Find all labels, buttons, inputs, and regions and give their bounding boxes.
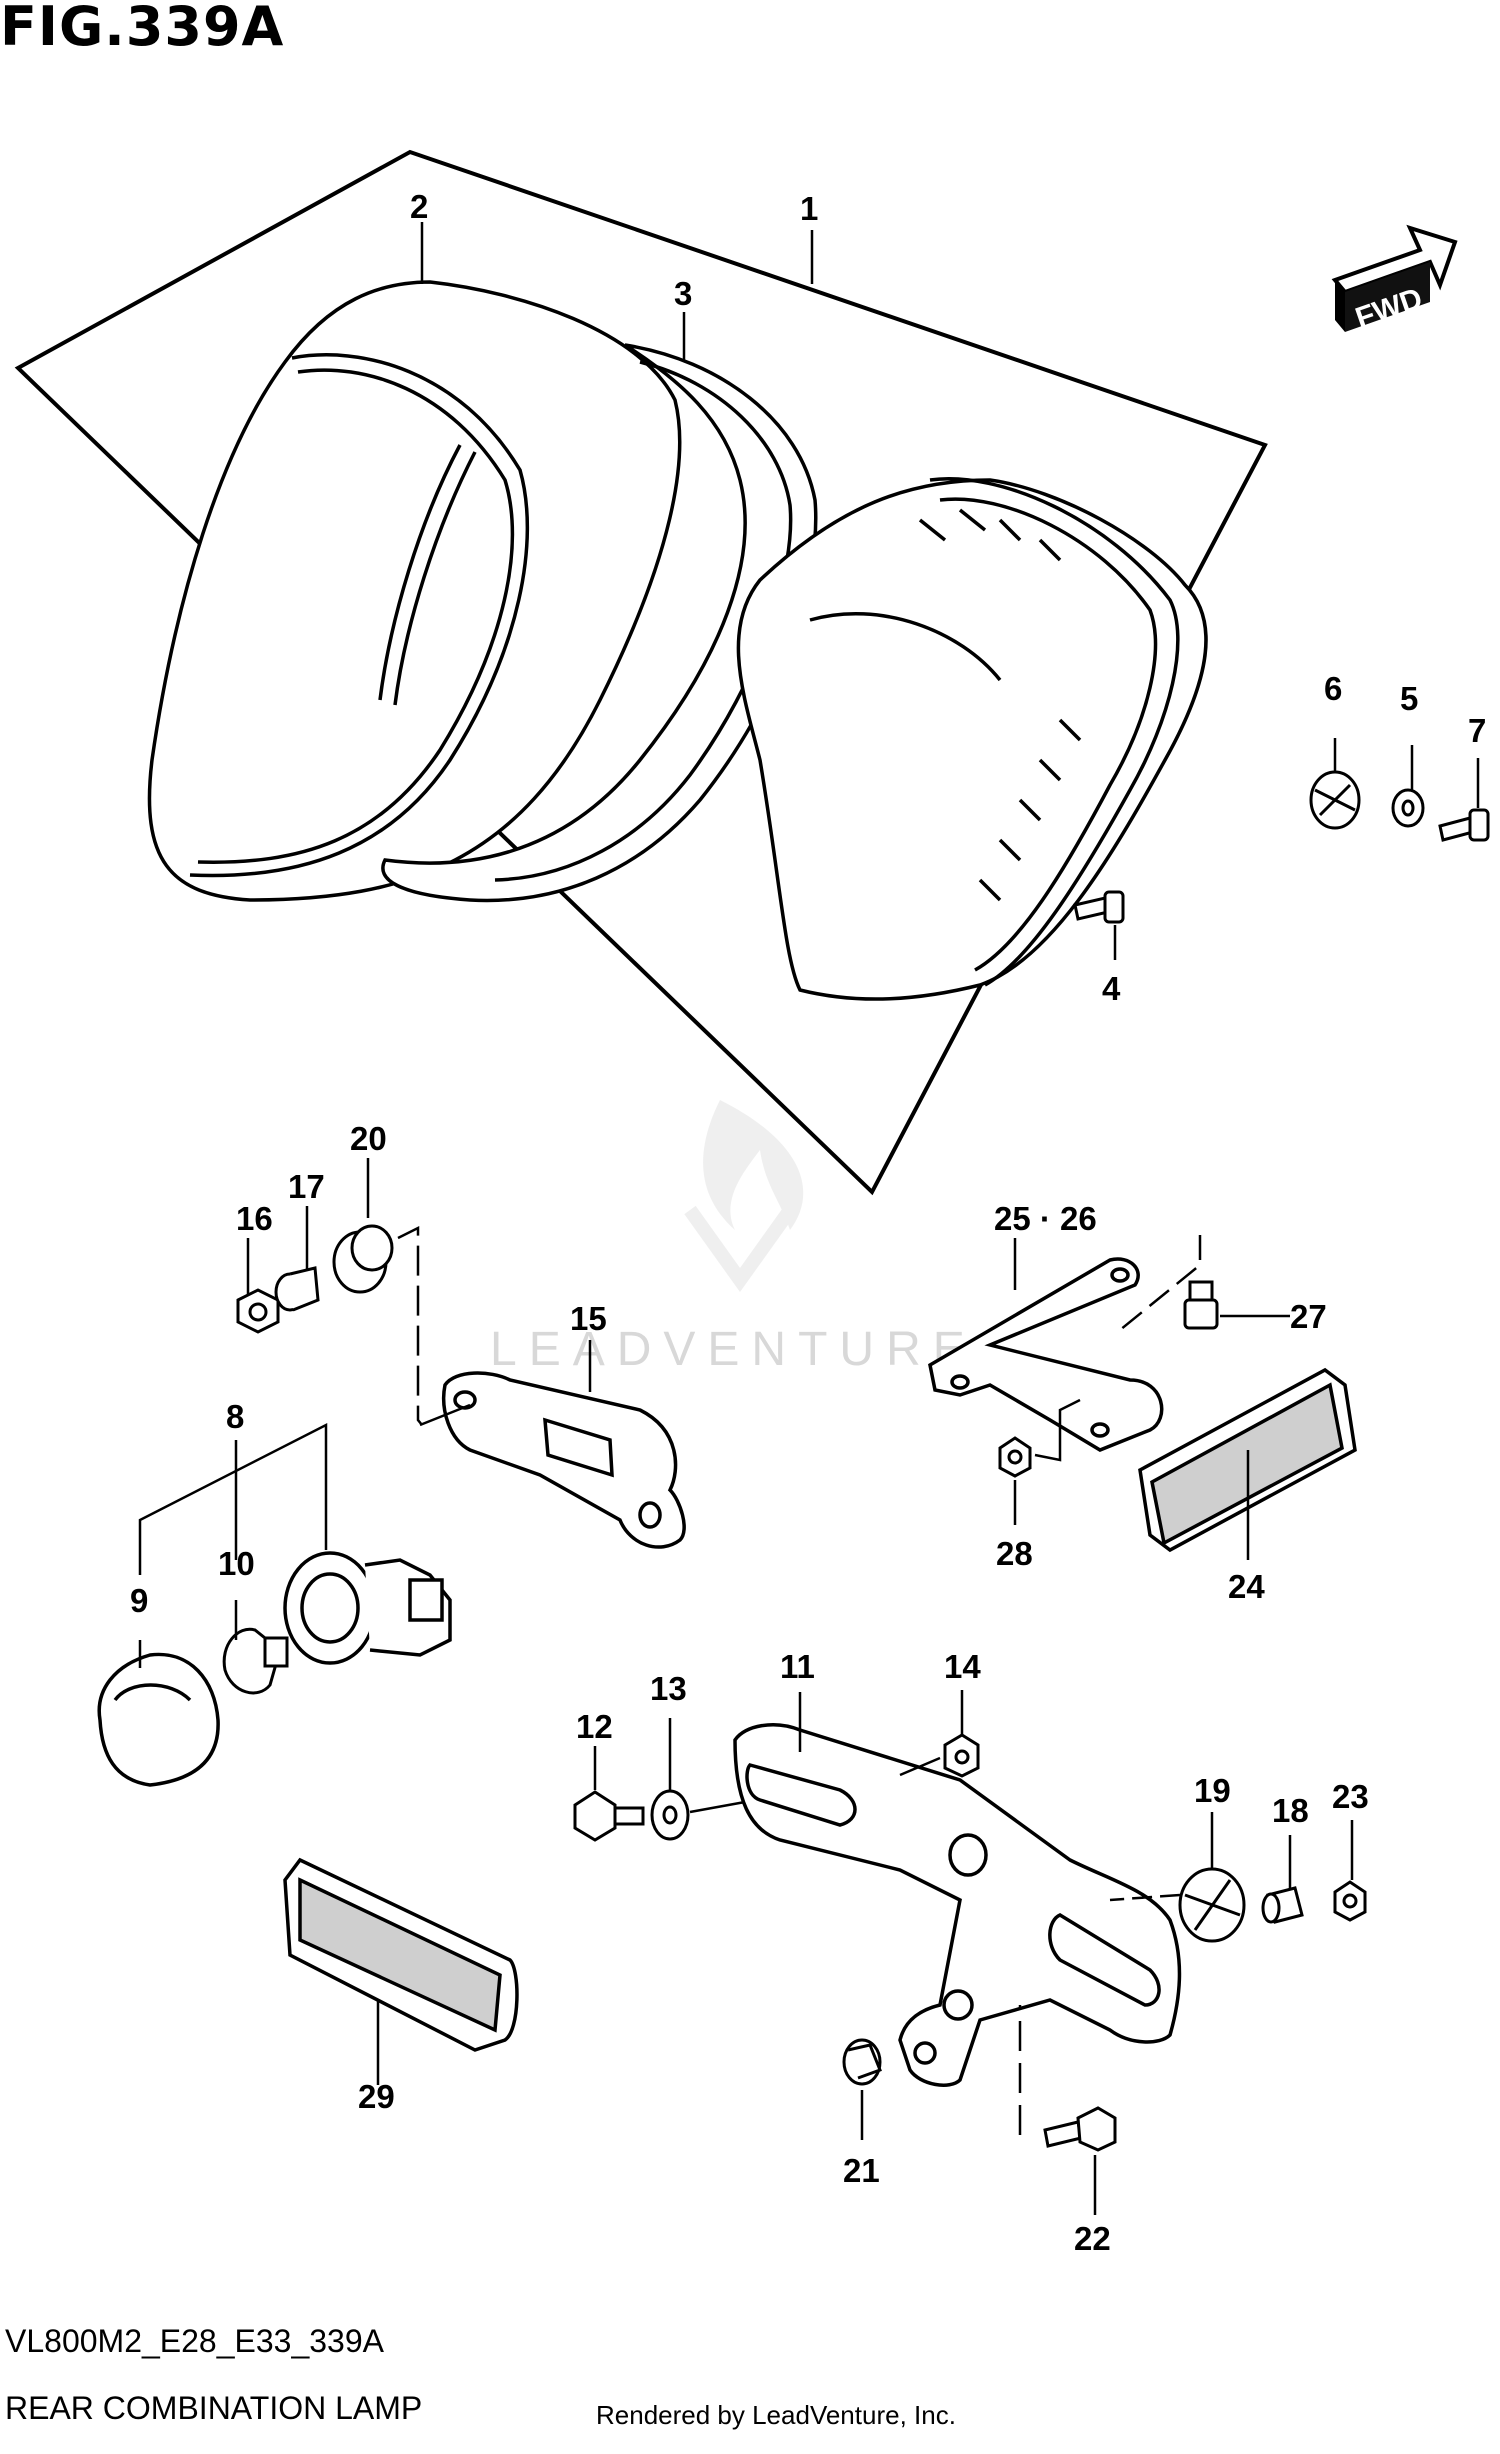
part-bolt-22	[1043, 2106, 1117, 2152]
part-nut-16	[236, 1288, 280, 1334]
label-part-7: 7	[1468, 712, 1486, 749]
part-rim	[147, 280, 682, 902]
label-part-4: 4	[1102, 970, 1121, 1007]
label-part-12: 12	[576, 1708, 613, 1745]
part-bracket-15	[442, 1371, 686, 1549]
label-part-20: 20	[350, 1120, 387, 1157]
part-washer-5	[1391, 788, 1425, 828]
fwd-arrow-icon: FWD	[1331, 224, 1458, 335]
part-bulb-10	[222, 1627, 289, 1695]
figure-code: VL800M2_E28_E33_339A	[5, 2323, 384, 2359]
label-part-23: 23	[1332, 1778, 1369, 1815]
part-collar-18	[1261, 1886, 1304, 1924]
label-part-24: 24	[1228, 1568, 1265, 1605]
label-part-13: 13	[650, 1670, 687, 1707]
part-nut-28	[998, 1436, 1032, 1478]
render-credit: Rendered by LeadVenture, Inc.	[596, 2400, 956, 2430]
part-collar-21	[842, 2038, 882, 2086]
part-screw-7	[1438, 808, 1490, 842]
label-part-11: 11	[780, 1648, 815, 1685]
label-part-3: 3	[674, 275, 692, 312]
label-part-5: 5	[1400, 680, 1418, 717]
part-nut-23	[1333, 1880, 1367, 1922]
part-reflector-29	[283, 1857, 519, 2052]
label-part-6: 6	[1324, 670, 1342, 707]
label-part-10: 10	[218, 1545, 255, 1582]
part-bracket-25-26	[928, 1257, 1164, 1452]
label-part-29: 29	[358, 2078, 395, 2115]
part-socket-8	[283, 1551, 452, 1665]
part-bracket-11	[733, 1723, 1182, 2087]
label-part-27: 27	[1290, 1298, 1327, 1335]
label-part-8: 8	[226, 1398, 244, 1435]
assembly-box	[14, 149, 1268, 1196]
label-part-28: 28	[996, 1535, 1033, 1572]
figure-title: FIG.339A	[0, 0, 285, 58]
leader-lines-top	[420, 222, 814, 360]
part-lens-9	[97, 1652, 220, 1787]
label-part-16: 16	[236, 1200, 273, 1237]
label-part-17: 17	[288, 1168, 325, 1205]
label-part-22: 22	[1074, 2220, 1111, 2257]
part-screw-4	[1073, 890, 1125, 924]
label-part-25-26: 25 · 26	[994, 1200, 1097, 1237]
watermark-logo	[684, 1100, 804, 1293]
part-bolt-27	[1183, 1280, 1219, 1330]
label-part-18: 18	[1272, 1792, 1309, 1829]
label-part-15: 15	[570, 1300, 607, 1337]
part-bolt-12	[573, 1790, 645, 1842]
watermark-text: LEADVENTURE	[490, 1323, 977, 1376]
part-grommet-19	[1178, 1867, 1246, 1943]
part-grommet-20	[332, 1224, 394, 1294]
label-part-14: 14	[944, 1648, 981, 1685]
label-part-1: 1	[800, 190, 818, 227]
label-part-21: 21	[843, 2152, 880, 2189]
part-collar-17	[274, 1266, 320, 1312]
part-washer-13	[650, 1789, 690, 1841]
part-grommet-6	[1309, 770, 1361, 830]
label-part-19: 19	[1194, 1772, 1231, 1809]
figure-name: REAR COMBINATION LAMP	[5, 2390, 423, 2426]
part-lens-housing	[736, 477, 1208, 1001]
part-nut-14	[943, 1733, 980, 1778]
label-part-9: 9	[130, 1582, 148, 1619]
label-part-2: 2	[410, 188, 428, 225]
